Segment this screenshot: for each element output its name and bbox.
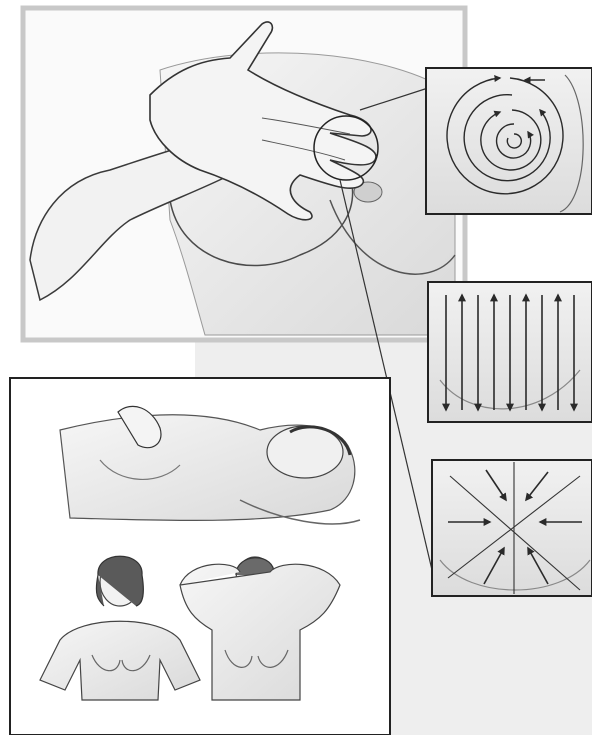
main-panel <box>23 8 465 340</box>
inset-wedge-pattern <box>432 460 592 596</box>
inset-vertical-pattern <box>428 282 592 422</box>
lower-panel <box>10 378 390 735</box>
inset-circular-frame <box>426 68 592 214</box>
inset-circular-pattern <box>426 68 592 214</box>
